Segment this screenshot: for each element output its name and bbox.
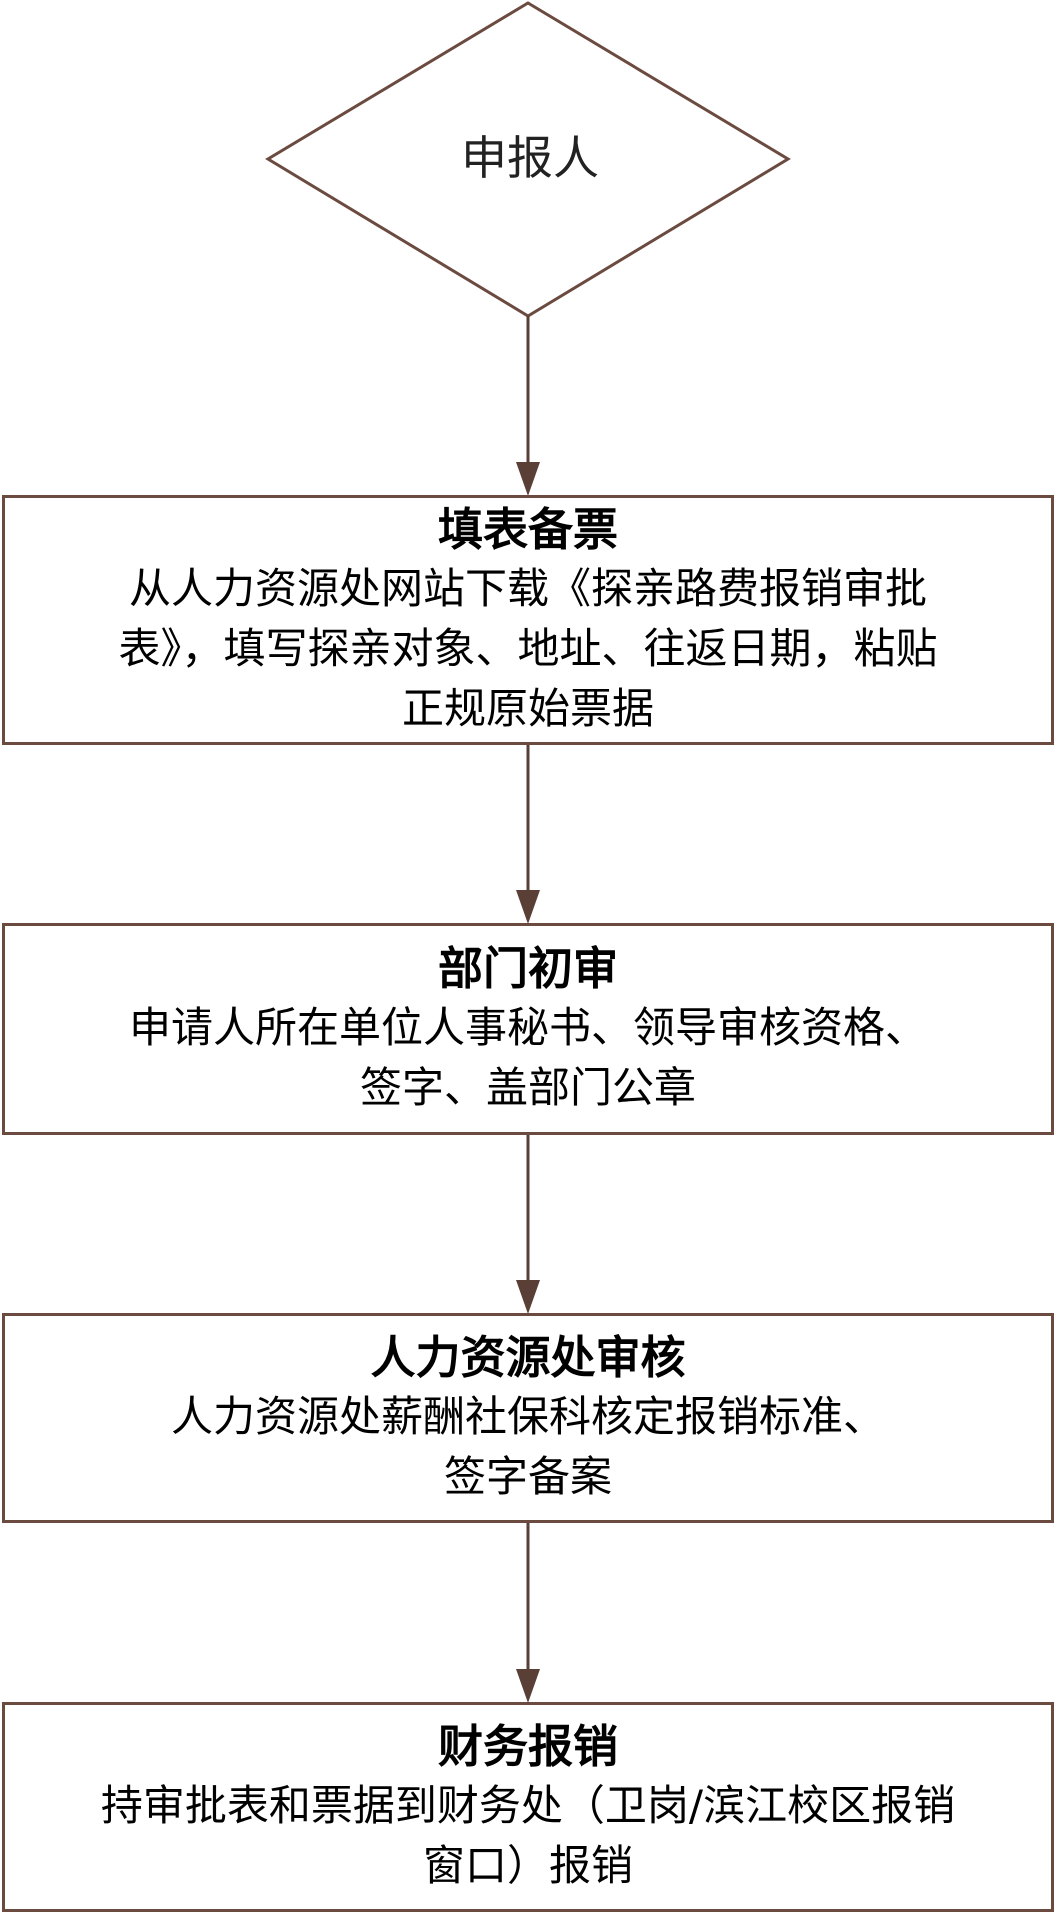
step-description: 人力资源处薪酬社保科核定报销标准、 签字备案 — [170, 1392, 885, 1501]
arrow-start-to-step-1 — [516, 316, 540, 496]
step-title: 填表备票 — [437, 503, 618, 556]
step-title: 人力资源处审核 — [370, 1331, 686, 1384]
step-finance-reimbursement: 财务报销 持审批表和票据到财务处（卫岗/滨江校区报销 窗口）报销 — [2, 1702, 1054, 1912]
step-fill-form: 填表备票 从人力资源处网站下载《探亲路费报销审批 表》，填写探亲对象、地址、往返… — [2, 495, 1054, 745]
step-hr-review: 人力资源处审核 人力资源处薪酬社保科核定报销标准、 签字备案 — [2, 1313, 1054, 1523]
arrow-step-1-to-step-2 — [516, 745, 540, 924]
arrow-step-3-to-step-4 — [516, 1523, 540, 1703]
step-description: 申请人所在单位人事秘书、领导审核资格、 签字、盖部门公章 — [128, 1003, 927, 1112]
step-description: 持审批表和票据到财务处（卫岗/滨江校区报销 窗口）报销 — [100, 1781, 956, 1890]
arrow-step-2-to-step-3 — [516, 1135, 540, 1314]
start-node-label: 申报人 — [461, 131, 599, 185]
step-title: 财务报销 — [437, 1720, 618, 1773]
step-department-review: 部门初审 申请人所在单位人事秘书、领导审核资格、 签字、盖部门公章 — [2, 923, 1054, 1135]
step-title: 部门初审 — [437, 942, 618, 995]
step-description: 从人力资源处网站下载《探亲路费报销审批 表》，填写探亲对象、地址、往返日期，粘贴… — [118, 564, 938, 733]
